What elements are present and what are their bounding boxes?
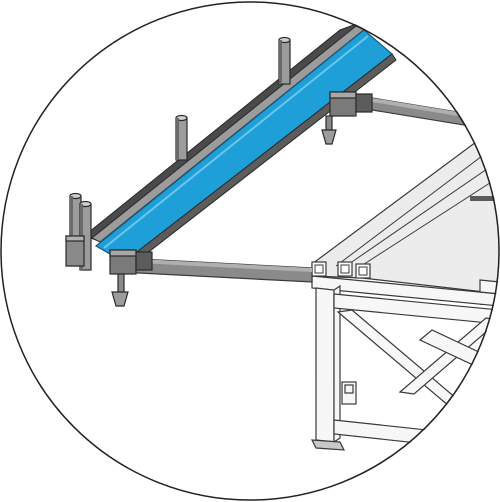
- beam-assembly: [82, 21, 397, 269]
- upper-arm-highlight: [360, 96, 470, 118]
- tube-end-inner: [358, 266, 368, 276]
- support-post-icon: [175, 114, 188, 161]
- support-arms: [119, 95, 471, 283]
- frame-top-rail: [333, 293, 500, 327]
- frame-foot: [310, 439, 346, 451]
- frame-leg-left-side: [333, 284, 341, 444]
- table-slot: [470, 196, 500, 201]
- hold-down-clamp-icon: [109, 249, 153, 307]
- frame-leg-left: [315, 287, 335, 443]
- work-table: [311, 119, 500, 309]
- frame-post-inner: [344, 384, 354, 394]
- end-bracket: [65, 235, 85, 267]
- support-post-icon: [278, 36, 291, 85]
- lower-arm-highlight: [120, 258, 312, 272]
- table-edge-line: [357, 169, 500, 269]
- beam-highlight: [103, 35, 369, 249]
- tube-end-inner: [340, 264, 350, 274]
- table-front-edge: [311, 275, 500, 309]
- tube-end: [337, 261, 353, 277]
- tube-end: [311, 261, 327, 277]
- clamps: [65, 91, 373, 307]
- table-edge-line: [345, 159, 500, 267]
- table-edge-line: [335, 149, 491, 267]
- tube-end-inner: [314, 264, 324, 274]
- table-frame: [310, 279, 500, 455]
- hold-down-clamp-icon: [321, 91, 373, 145]
- tube-end: [355, 263, 371, 279]
- frame-side-rail: [479, 279, 500, 297]
